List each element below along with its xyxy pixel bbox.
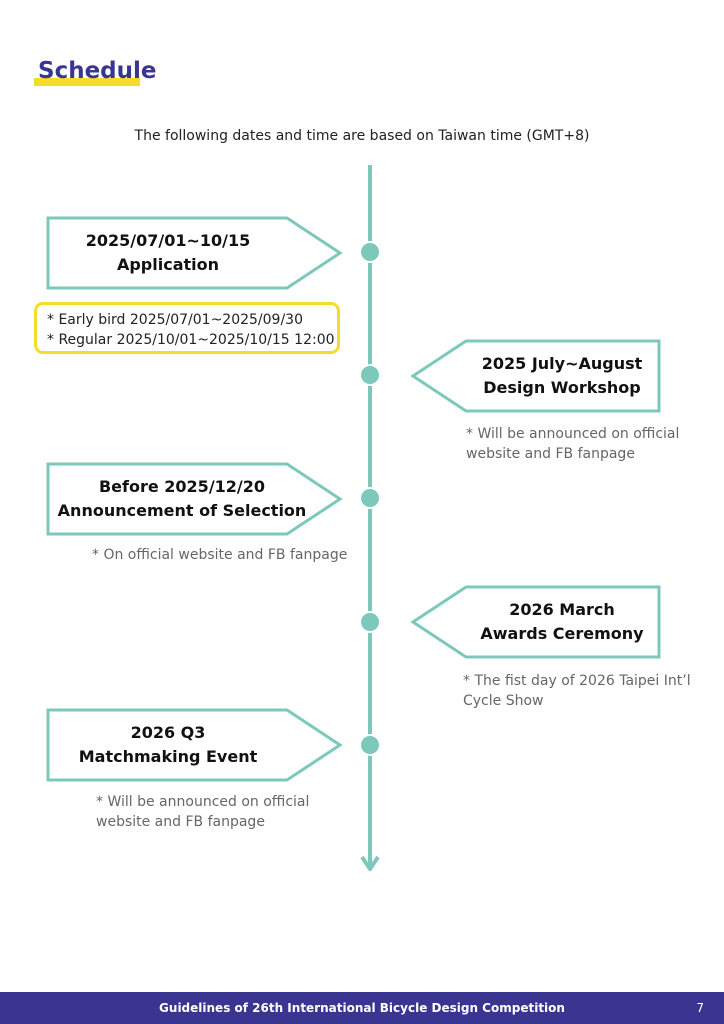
event-name: Design Workshop [483, 378, 641, 397]
event-note: * Will be announced on official website … [96, 794, 310, 830]
timeline-graphic [46, 165, 661, 871]
event-date: Before 2025/12/20 [98, 477, 266, 496]
timeline-dot [359, 734, 381, 756]
timeline-dot [359, 611, 381, 633]
timeline-dot [359, 364, 381, 386]
event-box-matchmaking [46, 708, 343, 782]
event-box-announcement [46, 462, 343, 536]
event-name: Announcement of Selection [57, 501, 307, 520]
event-date: 2025/07/01~10/15 [85, 231, 251, 250]
event-date: 2026 Q3 [130, 723, 206, 742]
title-underline [34, 78, 140, 86]
event-note: * Will be announced on official website … [466, 426, 680, 462]
page-title: Schedule [38, 58, 157, 84]
application-details-box: * Early bird 2025/07/01~2025/09/30 * Reg… [34, 302, 340, 354]
event-name: Matchmaking Event [78, 747, 258, 766]
event-name: Awards Ceremony [480, 624, 644, 643]
timezone-note: The following dates and time are based o… [134, 128, 590, 144]
event-box-application [46, 216, 343, 290]
event-note: * On official website and FB fanpage [92, 547, 348, 563]
event-application: 2025/07/01~10/15 Application [48, 229, 288, 277]
timeline-dot [359, 487, 381, 509]
event-date: 2025 July~August [481, 354, 643, 373]
timeline-dot [359, 241, 381, 263]
event-matchmaking: 2026 Q3 Matchmaking Event [48, 721, 288, 769]
event-ceremony: 2026 March Awards Ceremony [466, 598, 658, 646]
regular-date: * Regular 2025/10/01~2025/10/15 12:00 [47, 332, 335, 348]
footer-title: Guidelines of 26th International Bicycle… [159, 1001, 565, 1015]
event-box-workshop [410, 339, 661, 413]
event-announcement: Before 2025/12/20 Announcement of Select… [48, 475, 316, 523]
page-footer: Guidelines of 26th International Bicycle… [0, 992, 724, 1024]
event-date: 2026 March [509, 600, 615, 619]
page-number: 7 [696, 1001, 704, 1015]
early-bird-date: * Early bird 2025/07/01~2025/09/30 [47, 312, 303, 328]
event-name: Application [116, 255, 220, 274]
event-box-ceremony [410, 585, 661, 659]
page-title-group: Schedule [34, 56, 157, 86]
event-note: * The fist day of 2026 Taipei Int’l Cycl… [463, 673, 691, 709]
timeline-arrowhead [360, 855, 380, 871]
event-workshop: 2025 July~August Design Workshop [466, 352, 658, 400]
